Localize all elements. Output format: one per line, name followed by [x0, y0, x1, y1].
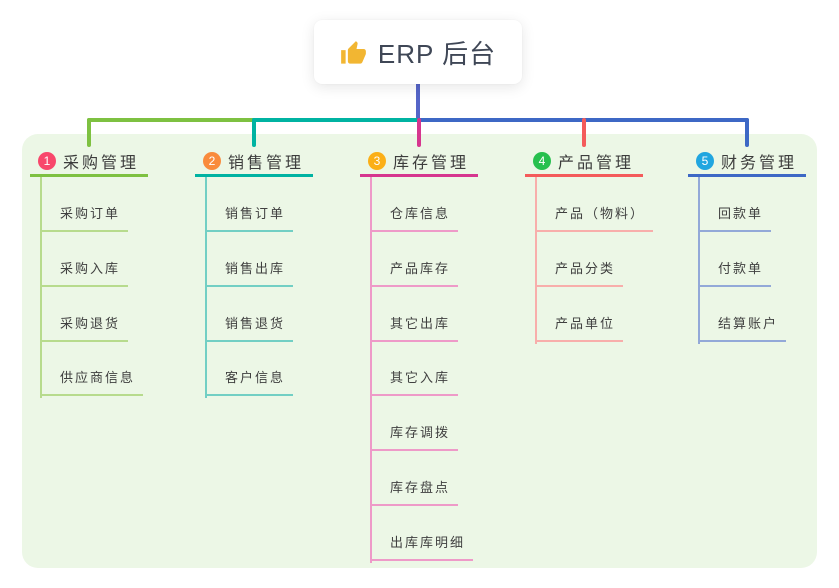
child-connector-line: [40, 177, 42, 399]
thumbs-up-icon: [340, 40, 367, 67]
branch-badge: 2: [203, 151, 221, 170]
branch-label: 产品管理: [558, 154, 635, 172]
child-node[interactable]: 采购入库: [40, 259, 129, 287]
root-connector-line: [416, 84, 420, 120]
branch-badge: 5: [696, 151, 714, 170]
child-connector-line: [370, 177, 372, 563]
child-node[interactable]: 客户信息: [205, 368, 294, 397]
branch-drop-line-1: [87, 118, 91, 147]
child-node[interactable]: 其它入库: [370, 368, 459, 397]
child-node[interactable]: 仓库信息: [370, 204, 459, 232]
child-node[interactable]: 产品单位: [535, 314, 624, 342]
child-node[interactable]: 库存调拨: [370, 423, 459, 452]
branch-node-5[interactable]: 5 财务管理: [688, 147, 806, 177]
child-connector-line: [535, 177, 537, 344]
child-node[interactable]: 其它出库: [370, 314, 459, 342]
child-node[interactable]: 产品库存: [370, 259, 459, 287]
branch-drop-line-5: [745, 118, 749, 147]
child-node[interactable]: 产品（物料）: [535, 204, 654, 232]
branches-background-panel: [22, 134, 817, 568]
child-node[interactable]: 销售出库: [205, 259, 294, 287]
child-node[interactable]: 库存盘点: [370, 478, 459, 506]
child-connector-line: [205, 177, 207, 399]
branch-drop-line-3: [417, 118, 421, 147]
child-node[interactable]: 结算账户: [698, 314, 787, 342]
child-node[interactable]: 供应商信息: [40, 368, 144, 397]
child-node[interactable]: 销售订单: [205, 204, 294, 232]
branch-label: 销售管理: [228, 154, 305, 172]
child-node[interactable]: 采购退货: [40, 314, 129, 342]
connector-segment-2: [252, 118, 421, 122]
branch-node-1[interactable]: 1 采购管理: [30, 147, 148, 177]
branch-node-3[interactable]: 3 库存管理: [360, 147, 478, 177]
branch-drop-line-4: [582, 118, 586, 147]
branch-label: 财务管理: [721, 154, 798, 172]
branch-badge: 3: [368, 151, 386, 170]
root-node-label: ERP 后台: [377, 38, 497, 69]
child-node[interactable]: 采购订单: [40, 204, 129, 232]
branch-node-2[interactable]: 2 销售管理: [195, 147, 313, 177]
branch-label: 库存管理: [393, 154, 470, 172]
child-node[interactable]: 付款单: [698, 259, 772, 287]
branch-node-4[interactable]: 4 产品管理: [525, 147, 643, 177]
branch-label: 采购管理: [63, 154, 140, 172]
child-connector-line: [698, 177, 700, 344]
child-node[interactable]: 出库库明细: [370, 533, 474, 561]
child-node[interactable]: 回款单: [698, 204, 772, 232]
child-node[interactable]: 销售退货: [205, 314, 294, 342]
branch-badge: 1: [38, 151, 56, 170]
branch-badge: 4: [533, 151, 551, 170]
child-node[interactable]: 产品分类: [535, 259, 624, 287]
root-node[interactable]: ERP 后台: [314, 20, 522, 84]
branch-drop-line-2: [252, 118, 256, 147]
connector-segment-1: [87, 118, 256, 122]
